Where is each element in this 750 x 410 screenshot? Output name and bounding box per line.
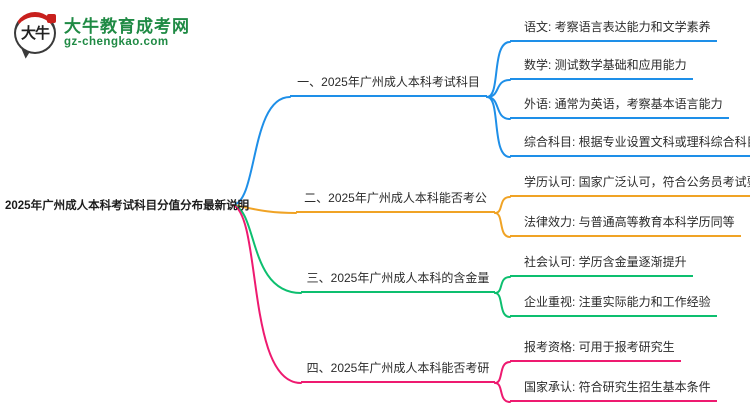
connector-b1-child1 bbox=[486, 41, 511, 98]
leaf-degree-recognition: 学历认可: 国家广泛认可，符合公务员考试要求 bbox=[510, 174, 750, 197]
leaf-social-recognition: 社会认可: 学历含金量逐渐提升 bbox=[510, 254, 693, 277]
branch-postgraduate: 四、2025年广州成人本科能否考研 bbox=[301, 360, 495, 383]
connector-b3-child1 bbox=[494, 276, 511, 294]
branch-exam-subjects: 一、2025年广州成人本科考试科目 bbox=[290, 74, 487, 97]
leaf-comprehensive: 综合科目: 根据专业设置文科或理科综合科目 bbox=[510, 134, 750, 157]
leaf-chinese: 语文: 考察语言表达能力和文学素养 bbox=[510, 19, 717, 42]
leaf-math: 数学: 测试数学基础和应用能力 bbox=[510, 57, 693, 80]
connector-b1-child3 bbox=[486, 96, 511, 120]
connector-root-branch3 bbox=[232, 204, 302, 294]
logo-glyph: 大牛 bbox=[20, 26, 50, 42]
brand-url: gz-chengkao.com bbox=[64, 36, 169, 49]
connector-b2-child2 bbox=[494, 212, 511, 238]
branch-degree-value: 三、2025年广州成人本科的含金量 bbox=[301, 270, 495, 293]
brand-text-block: 大牛教育成考网 gz-chengkao.com bbox=[64, 17, 190, 50]
connector-b1-child4 bbox=[486, 96, 511, 158]
connector-b4-child2 bbox=[494, 382, 511, 403]
site-logo[interactable]: 大牛 大牛教育成考网 gz-chengkao.com bbox=[14, 12, 190, 60]
mindmap-root-topic: 2025年广州成人本科考试科目分值分布最新说明 bbox=[5, 200, 250, 212]
logo-seal-icon bbox=[47, 14, 56, 23]
branch-civil-service: 二、2025年广州成人本科能否考公 bbox=[296, 190, 495, 213]
leaf-state-recognition: 国家承认: 符合研究生招生基本条件 bbox=[510, 379, 717, 402]
leaf-apply-eligibility: 报考资格: 可用于报考研究生 bbox=[510, 339, 681, 362]
leaf-legal-effect: 法律效力: 与普通高等教育本科学历同等 bbox=[510, 214, 741, 237]
leaf-foreign-lang: 外语: 通常为英语，考察基本语言能力 bbox=[510, 96, 729, 119]
leaf-employer-recognition: 企业重视: 注重实际能力和工作经验 bbox=[510, 294, 717, 317]
connector-root-branch4 bbox=[232, 204, 302, 384]
connector-b3-child2 bbox=[494, 292, 511, 318]
connector-b4-child1 bbox=[494, 361, 511, 384]
brand-name: 大牛教育成考网 bbox=[64, 16, 190, 36]
connector-root-branch1 bbox=[232, 96, 291, 206]
connector-b1-child2 bbox=[486, 79, 511, 98]
daniu-logo-icon: 大牛 bbox=[14, 12, 56, 60]
connector-b2-child1 bbox=[494, 196, 511, 214]
logo-bubble-tail bbox=[18, 48, 31, 60]
